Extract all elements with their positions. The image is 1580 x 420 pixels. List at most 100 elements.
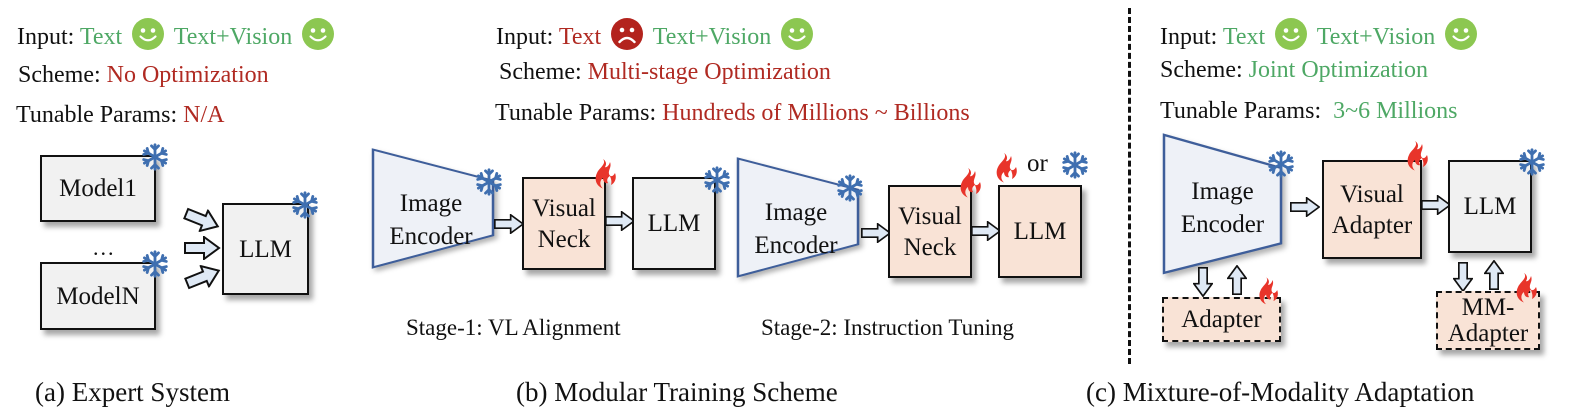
visual-adapter-box: Visual Adapter	[1322, 160, 1422, 259]
snowflake-icon	[1061, 151, 1089, 179]
encoder-line1: Image	[399, 190, 463, 217]
params-value: N/A	[183, 102, 225, 128]
flame-icon	[1514, 273, 1538, 303]
visual-adapter-line2: Adapter	[1331, 211, 1413, 239]
arrow-up-icon	[1227, 265, 1247, 295]
input-text-value: Text	[558, 24, 602, 50]
neck-line2: Neck	[903, 233, 957, 261]
llm-box: LLM	[998, 185, 1082, 278]
scheme-line-a: Scheme: No Optimization	[18, 61, 269, 89]
stage1-label: Stage-1: VL Alignment	[406, 315, 621, 340]
input-line-b: Input: Text Text+Vision	[496, 18, 817, 51]
llm-box: LLM	[632, 177, 716, 270]
encoder-line1: Image	[764, 199, 828, 226]
image-encoder-shape	[1162, 133, 1283, 275]
encoder-line2: Encoder	[389, 223, 473, 250]
params-label: Tunable Params:	[495, 100, 657, 126]
encoder-line2: Encoder	[754, 232, 838, 259]
visual-neck-box: Visual Neck	[888, 185, 972, 278]
arrow-right-icon	[494, 214, 524, 234]
input-label: Input:	[17, 24, 75, 50]
caption-a: (a) Expert System	[35, 377, 230, 407]
mm-adapter-line2: Adapter	[1447, 319, 1529, 347]
modelN-box: ModelN	[40, 262, 156, 330]
snowflake-icon	[475, 168, 503, 196]
encoder-line2: Encoder	[1180, 211, 1265, 238]
input-vision-value: Text+Vision	[652, 24, 772, 50]
input-vision-value: Text+Vision	[173, 24, 293, 50]
snowflake-icon	[1518, 148, 1546, 176]
params-value: Hundreds of Millions ~ Billions	[662, 100, 970, 126]
neck-line1: Visual	[532, 194, 596, 222]
arrow-right-icon	[605, 211, 635, 231]
snowflake-icon	[291, 191, 319, 219]
scheme-value: Joint Optimization	[1248, 57, 1428, 83]
arrow-right-icon	[183, 236, 221, 260]
arrow-right-icon	[971, 221, 1001, 241]
arrow-up-icon	[1484, 260, 1504, 290]
params-line-a: Tunable Params: N/A	[16, 101, 224, 129]
snowflake-icon	[141, 143, 169, 171]
happy-face-icon	[1445, 18, 1477, 50]
image-encoder-shape	[736, 157, 860, 278]
input-line-c: Input: Text Text+Vision	[1160, 18, 1481, 51]
arrow-right-icon	[1421, 195, 1451, 215]
snowflake-icon	[836, 174, 864, 202]
arrow-right-icon	[181, 259, 225, 295]
modelN-label: ModelN	[56, 282, 140, 310]
input-text-value: Text	[1222, 24, 1266, 50]
input-line-a: Input: Text Text+Vision	[17, 18, 338, 51]
image-encoder-shape	[371, 148, 495, 269]
flame-icon	[593, 159, 617, 189]
happy-face-icon	[302, 18, 334, 50]
input-vision-value: Text+Vision	[1316, 24, 1436, 50]
llm-label: LLM	[239, 235, 292, 263]
arrow-right-icon	[180, 202, 224, 238]
happy-face-icon	[1275, 18, 1307, 50]
snowflake-icon	[141, 250, 169, 278]
arrow-right-icon	[861, 223, 891, 243]
llm-box: LLM	[1448, 160, 1532, 253]
flame-icon	[994, 153, 1018, 183]
params-line-c: Tunable Params: 3~6 Millions	[1160, 97, 1457, 125]
stage2-label: Stage-2: Instruction Tuning	[761, 315, 1015, 340]
ellipsis: ...	[93, 235, 116, 260]
flame-icon	[1405, 141, 1429, 171]
scheme-line-b: Scheme: Multi-stage Optimization	[499, 58, 831, 86]
scheme-line-c: Scheme: Joint Optimization	[1160, 56, 1428, 84]
happy-face-icon	[781, 18, 813, 50]
scheme-label: Scheme:	[1160, 57, 1243, 83]
params-line-b: Tunable Params: Hundreds of Millions ~ B…	[495, 99, 970, 127]
caption-c: (c) Mixture-of-Modality Adaptation	[1086, 377, 1475, 407]
arrow-down-icon	[1453, 262, 1473, 292]
input-label: Input:	[1160, 24, 1218, 50]
params-value: 3~6 Millions	[1333, 98, 1458, 124]
adapter-box: Adapter	[1162, 297, 1281, 342]
visual-adapter-line1: Visual	[1340, 180, 1404, 208]
llm-label: LLM	[647, 210, 701, 237]
flame-icon	[958, 168, 982, 198]
neck-line2: Neck	[537, 225, 591, 253]
llm-box: LLM	[222, 203, 309, 295]
llm-label: LLM	[1013, 218, 1067, 245]
image-encoder-label: Image Encoder	[1165, 175, 1280, 241]
mm-adapter-box: MM- Adapter	[1436, 291, 1540, 350]
model1-label: Model1	[59, 175, 137, 202]
mm-adapter-line1: MM-	[1461, 293, 1515, 321]
panel-divider	[1128, 8, 1131, 364]
caption-b: (b) Modular Training Scheme	[516, 377, 838, 407]
scheme-value: Multi-stage Optimization	[587, 59, 831, 85]
arrow-down-icon	[1193, 267, 1213, 297]
model1-box: Model1	[40, 155, 156, 222]
flame-icon	[1257, 277, 1279, 305]
scheme-label: Scheme:	[18, 62, 101, 88]
scheme-value: No Optimization	[106, 62, 269, 88]
visual-neck-box: Visual Neck	[522, 177, 606, 270]
arrow-right-icon	[1290, 197, 1320, 217]
image-encoder-label: Image Encoder	[737, 196, 855, 262]
neck-line1: Visual	[898, 202, 962, 230]
or-text: or	[1027, 150, 1048, 177]
llm-label: LLM	[1463, 193, 1517, 220]
happy-face-icon	[132, 18, 164, 50]
scheme-label: Scheme:	[499, 59, 582, 85]
